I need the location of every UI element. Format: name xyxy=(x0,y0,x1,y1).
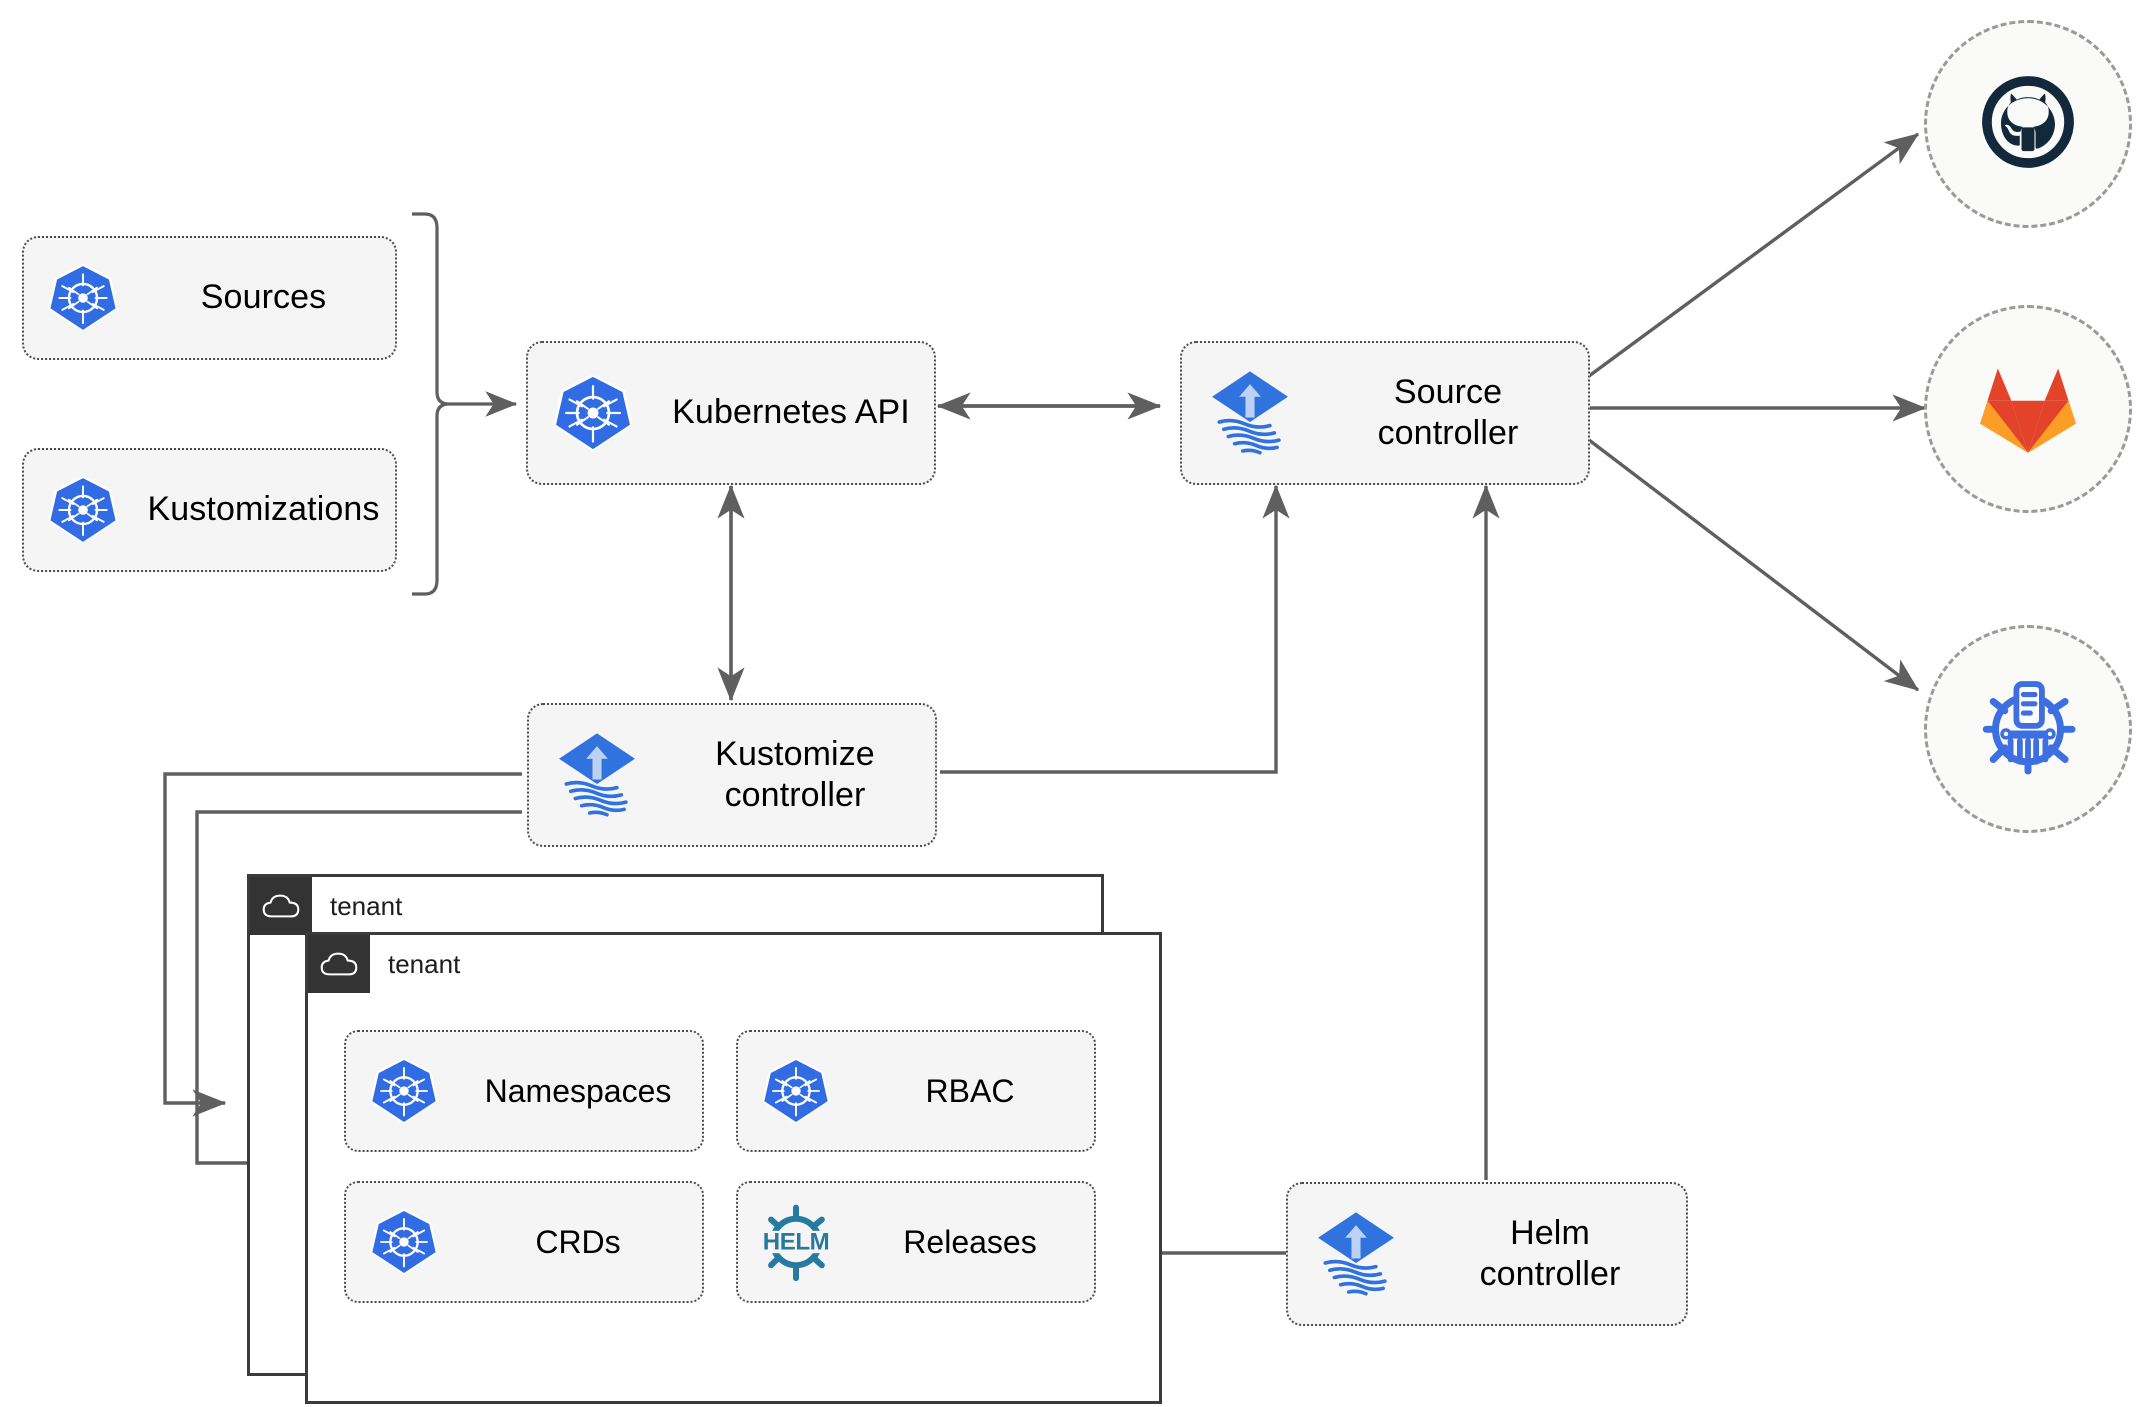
tenant-header: tenant xyxy=(250,877,880,935)
tenant-name: tenant xyxy=(330,890,403,921)
endpoint-gitlab[interactable] xyxy=(1924,305,2132,513)
tenant-resource-releases[interactable]: HELM Releases xyxy=(736,1181,1096,1303)
kubernetes-icon xyxy=(738,1055,854,1127)
github-icon xyxy=(1974,68,2082,181)
tenant-resource-label: Releases xyxy=(903,1223,1037,1260)
kubernetes-icon xyxy=(346,1055,462,1127)
endpoint-github[interactable] xyxy=(1924,20,2132,228)
node-label: Kustomize controller xyxy=(715,734,875,814)
kubernetes-icon xyxy=(346,1206,462,1278)
endpoint-helm-repository[interactable] xyxy=(1924,625,2132,833)
tenant-resource-crds[interactable]: CRDs xyxy=(344,1181,704,1303)
resource-label: Sources xyxy=(200,278,327,317)
tenant-name: tenant xyxy=(388,948,461,979)
cloud-icon xyxy=(308,935,370,993)
node-source-controller[interactable]: Source controller xyxy=(1180,341,1590,485)
kubernetes-icon xyxy=(528,371,658,455)
kubernetes-icon xyxy=(24,473,142,547)
node-label: Source controller xyxy=(1377,372,1519,452)
svg-text:HELM: HELM xyxy=(763,1229,830,1256)
node-kubernetes-api[interactable]: Kubernetes API xyxy=(526,341,936,485)
node-label: Kubernetes API xyxy=(672,393,910,432)
helm-repository-icon xyxy=(1970,669,2086,790)
node-helm-controller[interactable]: Helm controller xyxy=(1286,1182,1688,1326)
resource-box-sources[interactable]: Sources xyxy=(22,236,397,360)
node-label: Helm controller xyxy=(1479,1213,1621,1293)
flux-icon xyxy=(1182,366,1318,460)
gitlab-icon xyxy=(1976,357,2080,462)
cloud-icon xyxy=(250,877,312,935)
edge-source-github xyxy=(1587,132,1920,378)
helm-icon: HELM xyxy=(738,1199,854,1285)
edge-kustomize-source xyxy=(940,484,1290,774)
resource-box-kustomizations[interactable]: Kustomizations xyxy=(22,448,397,572)
tenant-resource-label: RBAC xyxy=(925,1072,1015,1109)
node-kustomize-controller[interactable]: Kustomize controller xyxy=(527,703,937,847)
flux-icon xyxy=(1288,1207,1424,1301)
tenant-resource-rbac[interactable]: RBAC xyxy=(736,1030,1096,1152)
tenant-container-inner[interactable]: tenant Name xyxy=(305,932,1162,1404)
edge-resources-brace xyxy=(412,212,518,596)
edge-source-helmrepo xyxy=(1587,438,1920,692)
kubernetes-icon xyxy=(24,261,142,335)
tenant-resource-label: Namespaces xyxy=(484,1072,672,1109)
tenant-header: tenant xyxy=(308,935,938,993)
tenant-resource-label: CRDs xyxy=(535,1223,621,1260)
resource-label: Kustomizations xyxy=(147,490,380,529)
flux-icon xyxy=(529,728,665,822)
tenant-resource-namespaces[interactable]: Namespaces xyxy=(344,1030,704,1152)
